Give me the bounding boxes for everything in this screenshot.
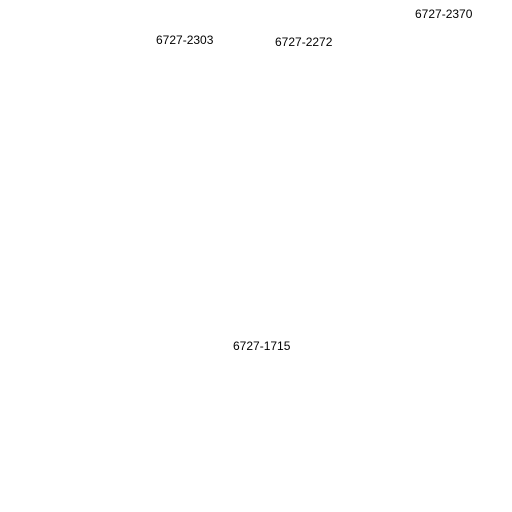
parcel-label: 6727-2303 (156, 33, 214, 47)
parcel-label: 6727-2272 (275, 35, 333, 49)
parcel-label: 6727-2370 (415, 7, 473, 21)
parcel-label: 6727-1715 (233, 339, 291, 353)
